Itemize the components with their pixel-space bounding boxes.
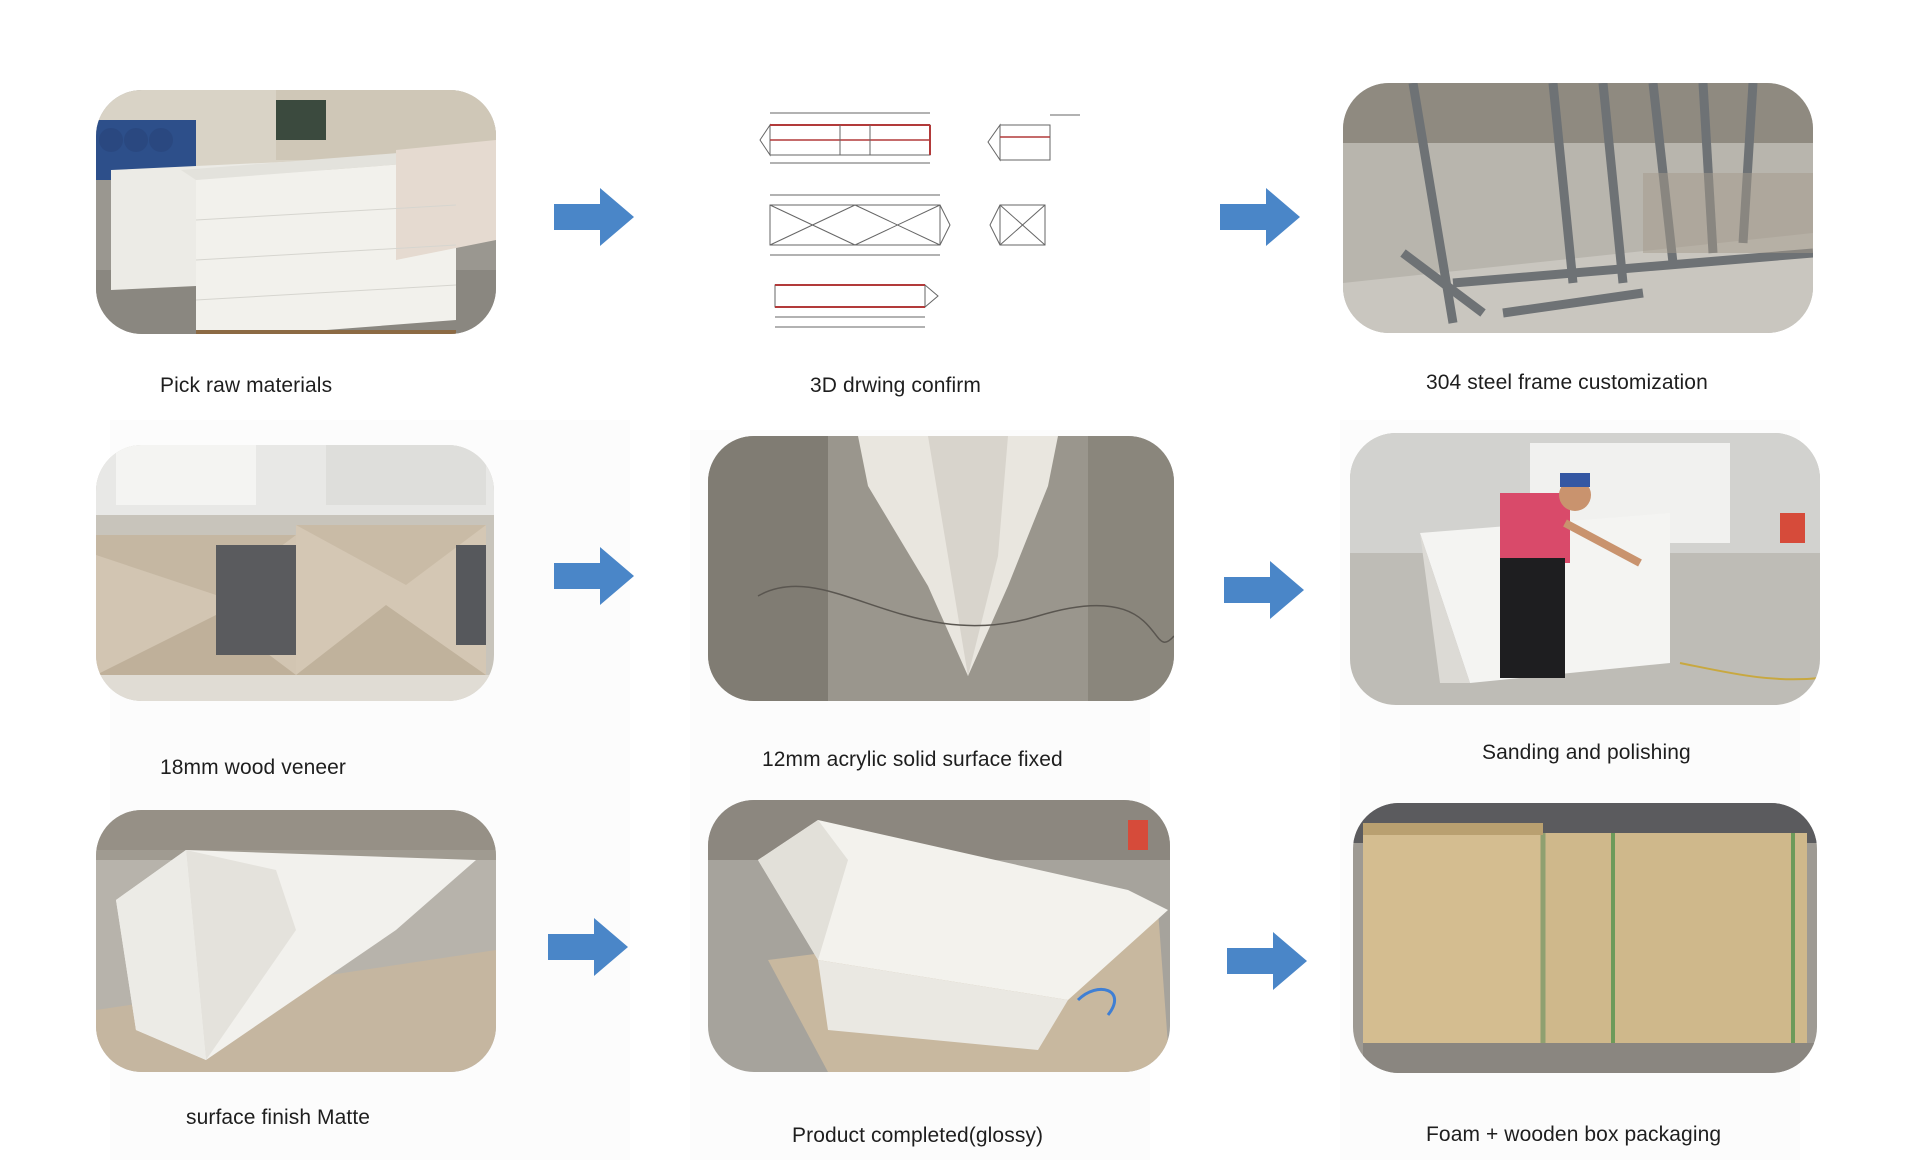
step-caption: Pick raw materials [160,374,333,397]
technical-drawing [759,112,1080,328]
arrow-right-icon [1224,561,1304,619]
arrow-right-icon [554,188,634,246]
step-caption: 304 steel frame customization [1426,371,1708,394]
step-caption: 12mm acrylic solid surface fixed [762,748,1063,771]
step-caption: Product completed(glossy) [792,1124,1044,1147]
arrow-right-icon [548,918,628,976]
photo-wooden-box [1353,803,1817,1073]
photo-matte-finish [96,810,496,1072]
photo-steel-frame [1343,83,1813,333]
arrow-right-icon [1227,932,1307,990]
step-caption: surface finish Matte [186,1106,371,1129]
step-caption: 18mm wood veneer [160,756,347,779]
arrow-right-icon [554,547,634,605]
step-caption: 3D drwing confirm [810,374,981,397]
photo-sanding [1350,433,1820,705]
step-caption: Sanding and polishing [1482,741,1691,764]
photo-raw-materials [96,90,496,334]
photo-wood-veneer [96,445,494,701]
photo-product-glossy [708,800,1170,1072]
photo-acrylic-surface [708,436,1174,701]
arrow-right-icon [1220,188,1300,246]
step-caption: Foam + wooden box packaging [1426,1123,1722,1146]
